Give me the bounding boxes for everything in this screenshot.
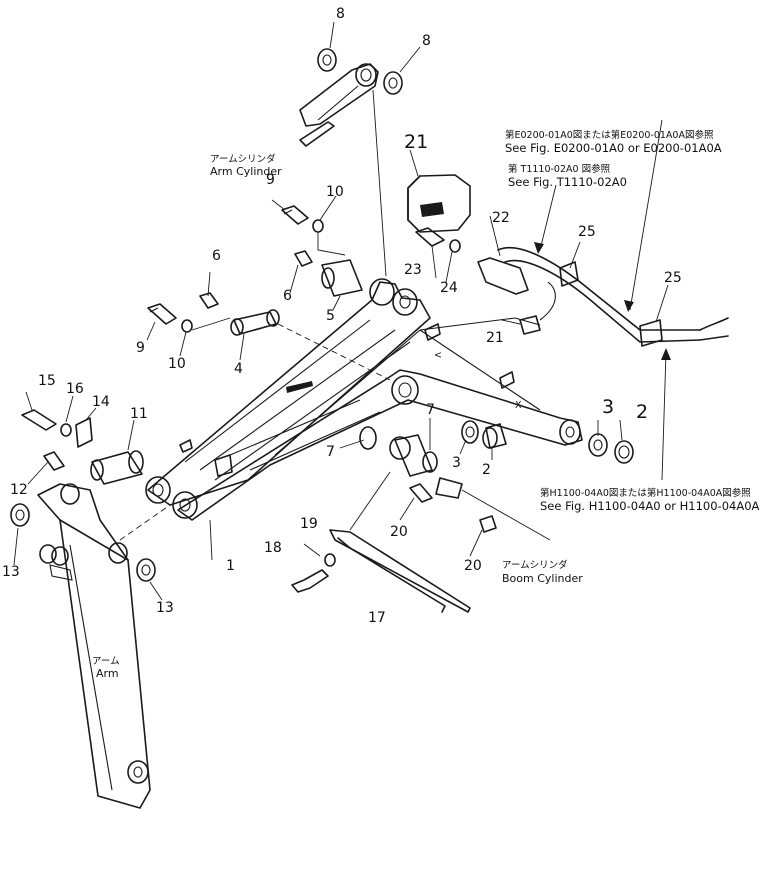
svg-text:X: X [515, 400, 522, 411]
arm-cylinder-label-jp: アームシリンダ [210, 153, 276, 165]
bushing-2-centre [482, 423, 507, 449]
ref1-label-jp: 第E0200-01A0図または第E0200-01A0A図参照 [505, 129, 714, 141]
callout-7-left: 7 [326, 444, 335, 460]
boom-cylinder-label-en: Boom Cylinder [502, 572, 583, 585]
callout-16: 16 [66, 381, 84, 397]
washer-13-left [10, 503, 30, 527]
callout-21-valve: 21 [404, 131, 428, 153]
callout-18: 18 [264, 540, 282, 556]
washer-8-left [317, 48, 337, 72]
callout-1: 1 [226, 558, 235, 574]
callout-15: 15 [38, 373, 56, 389]
bracket-22 [477, 257, 529, 295]
arm-cylinder-rod [299, 63, 379, 147]
washer-7-right [422, 451, 438, 473]
callout-10-upper: 10 [326, 184, 344, 200]
ref3-label-en: See Fig. H1100-04A0 or H1100-04A0A [540, 499, 760, 513]
ref2-label-en: See Fig. T1110-02A0 [508, 175, 627, 189]
callout-3-centre: 3 [452, 455, 461, 471]
arm [37, 483, 151, 809]
callout-3-right: 3 [602, 396, 614, 418]
boom: < X [145, 278, 583, 521]
washer-13-right [136, 558, 156, 582]
callout-2-right: 2 [636, 401, 648, 423]
callout-13-right: 13 [156, 600, 174, 616]
callout-17: 17 [368, 610, 386, 626]
grease-fitting-20-right [479, 515, 497, 533]
washer-8-right [383, 71, 403, 95]
callout-9-lower: 9 [136, 340, 145, 356]
washer-19 [324, 553, 336, 567]
washer-10-upper [312, 219, 324, 233]
bolt-15 [21, 409, 57, 431]
callout-23: 23 [404, 262, 422, 278]
callout-8-left: 8 [336, 6, 345, 22]
callout-22: 22 [492, 210, 510, 226]
callout-11: 11 [130, 406, 148, 422]
hose-assembly-25 [497, 247, 729, 347]
callout-4: 4 [234, 361, 243, 377]
callout-24: 24 [440, 280, 458, 296]
callout-2-centre: 2 [482, 462, 491, 478]
callout-6-lower: 6 [212, 248, 221, 264]
pin-4 [230, 309, 280, 336]
arm-label-jp: アーム [92, 656, 120, 667]
ref1-label-en: See Fig. E0200-01A0 or E0200-01A0A [505, 141, 722, 155]
callout-20-right: 20 [464, 558, 482, 574]
callout-25-left: 25 [578, 224, 596, 240]
bushing-3-right [588, 433, 608, 457]
grease-fitting-6-lower [199, 292, 219, 309]
callout-19: 19 [300, 516, 318, 532]
pin-5 [321, 259, 363, 297]
pin-11 [90, 450, 144, 485]
ref3-label-jp: 第H1100-04A0図または第H1100-04A0A図参照 [540, 487, 751, 499]
bushing-3-centre [461, 420, 479, 444]
boom-cylinder-head [389, 434, 463, 499]
bolt-23 [415, 227, 445, 247]
svg-text:<: < [434, 350, 442, 361]
bolt-9-lower [147, 303, 177, 325]
washer-24 [449, 239, 461, 253]
callout-21-connector: 21 [486, 330, 504, 346]
callout-13-left: 13 [2, 564, 20, 580]
ref2-label-jp: 第 T1110-02A0 図参照 [508, 163, 611, 175]
callout-8-right: 8 [422, 33, 431, 49]
connector-21 [519, 315, 541, 335]
grease-fitting-6-upper [294, 250, 313, 267]
callout-7-right: 7 [426, 402, 435, 418]
grease-fitting-20-left [409, 483, 433, 503]
callout-12: 12 [10, 482, 28, 498]
callout-6-upper: 6 [283, 288, 292, 304]
grease-fitting-12 [43, 451, 65, 471]
callout-25-right: 25 [664, 270, 682, 286]
arm-label-en: Arm [96, 667, 119, 680]
arm-cylinder-label-en: Arm Cylinder [210, 165, 282, 178]
cover-17 [329, 529, 471, 613]
washer-10-lower [181, 319, 193, 333]
seal-2-right [614, 440, 634, 464]
callout-9-upper: 9 [266, 172, 275, 188]
plate-14 [75, 417, 93, 448]
solenoid-valve-21 [407, 174, 471, 233]
callout-10-lower: 10 [168, 356, 186, 372]
boom-cylinder-label-jp: アームシリンダ [502, 559, 568, 571]
washer-7-left [359, 426, 377, 450]
bolt-9-upper [281, 205, 309, 225]
callout-5: 5 [326, 308, 335, 324]
callout-14: 14 [92, 394, 110, 410]
washer-16 [60, 423, 72, 437]
bolt-18 [291, 569, 329, 593]
callout-20-left: 20 [390, 524, 408, 540]
